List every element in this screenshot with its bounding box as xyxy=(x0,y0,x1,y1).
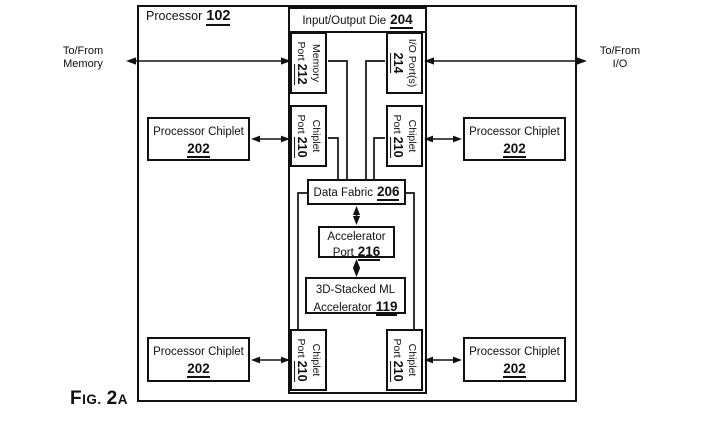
ml-accelerator-line2: Accelerator xyxy=(313,301,372,314)
figure-tag-suffix: A xyxy=(117,392,128,407)
figure-tag: FIG. 2A xyxy=(70,388,128,410)
io-port-line1: I/O Port(s) xyxy=(405,38,418,88)
accelerator-port-line2: Port xyxy=(332,246,354,259)
chiplet-port-text: Chiplet Port 210 xyxy=(389,106,419,166)
memory-port-box: Memory Port 212 xyxy=(290,32,327,94)
chiplet-port-box-top-left: Chiplet Port 210 xyxy=(290,105,327,167)
to-from-memory-line2: Memory xyxy=(63,58,103,70)
processor-label: Processor xyxy=(146,9,203,23)
io-die-ref: 204 xyxy=(390,12,413,30)
processor-ref: 102 xyxy=(206,8,231,27)
io-die-label: Input/Output Die xyxy=(302,15,387,27)
figure-tag-f: F xyxy=(70,388,83,409)
processor-chiplet-label: Processor Chiplet xyxy=(153,346,244,358)
chiplet-port-box-top-right: Chiplet Port 210 xyxy=(386,105,423,167)
processor-chiplet-box-top-left: Processor Chiplet 202 xyxy=(147,117,250,161)
to-from-io-line1: To/From xyxy=(599,45,641,57)
memory-port-line2: Port xyxy=(294,41,307,61)
ml-accelerator-ref: 119 xyxy=(375,299,398,316)
chiplet-port-line2: Port xyxy=(294,114,307,134)
chiplet-port-ref: 210 xyxy=(293,136,309,158)
figure-tag-num: 2 xyxy=(106,388,118,409)
chiplet-port-ref: 210 xyxy=(389,360,405,382)
processor-chiplet-label: Processor Chiplet xyxy=(153,126,244,138)
accelerator-port-ref: 216 xyxy=(357,244,381,261)
io-port-text: I/O Port(s) 214 xyxy=(389,33,419,93)
chiplet-port-line1: Chiplet xyxy=(405,119,418,153)
chiplet-port-line2: Port xyxy=(390,338,403,358)
chiplet-port-box-bottom-right: Chiplet Port 210 xyxy=(386,329,423,391)
ml-accelerator-line1: 3D-Stacked ML xyxy=(315,284,396,296)
processor-chiplet-box-bottom-left: Processor Chiplet 202 xyxy=(147,337,250,382)
to-from-memory-line1: To/From xyxy=(62,45,104,57)
processor-chiplet-label: Processor Chiplet xyxy=(469,126,560,138)
memory-port-ref: 212 xyxy=(293,63,309,85)
chiplet-port-text: Chiplet Port 210 xyxy=(293,330,323,390)
processor-chiplet-box-bottom-right: Processor Chiplet 202 xyxy=(463,337,566,382)
chiplet-port-ref: 210 xyxy=(389,136,405,158)
chiplet-port-line1: Chiplet xyxy=(405,343,418,377)
chiplet-port-line1: Chiplet xyxy=(309,119,322,153)
figure-tag-ig: IG. xyxy=(82,392,102,407)
accelerator-port-line1: Accelerator xyxy=(327,231,386,243)
processor-chiplet-ref: 202 xyxy=(187,141,210,159)
chiplet-port-line2: Port xyxy=(390,114,403,134)
to-from-io-label: To/From I/O xyxy=(589,45,651,71)
io-port-ref: 214 xyxy=(389,52,405,74)
chiplet-port-line1: Chiplet xyxy=(309,343,322,377)
memory-port-line1: Memory xyxy=(309,44,322,82)
data-fabric-ref: 206 xyxy=(376,184,400,202)
io-port-box: I/O Port(s) 214 xyxy=(386,32,423,94)
memory-port-text: Memory Port 212 xyxy=(293,33,323,93)
chiplet-port-text: Chiplet Port 210 xyxy=(293,106,323,166)
chiplet-port-ref: 210 xyxy=(293,360,309,382)
chiplet-port-text: Chiplet Port 210 xyxy=(389,330,419,390)
to-from-io-line2: I/O xyxy=(612,58,628,70)
to-from-memory-label: To/From Memory xyxy=(44,45,122,71)
processor-chiplet-ref: 202 xyxy=(503,141,526,159)
data-fabric-label: Data Fabric xyxy=(313,187,373,199)
processor-chiplet-box-top-right: Processor Chiplet 202 xyxy=(463,117,566,161)
processor-chiplet-label: Processor Chiplet xyxy=(469,346,560,358)
chiplet-port-line2: Port xyxy=(294,338,307,358)
chiplet-port-box-bottom-left: Chiplet Port 210 xyxy=(290,329,327,391)
processor-chiplet-ref: 202 xyxy=(187,361,210,379)
processor-chiplet-ref: 202 xyxy=(503,361,526,379)
